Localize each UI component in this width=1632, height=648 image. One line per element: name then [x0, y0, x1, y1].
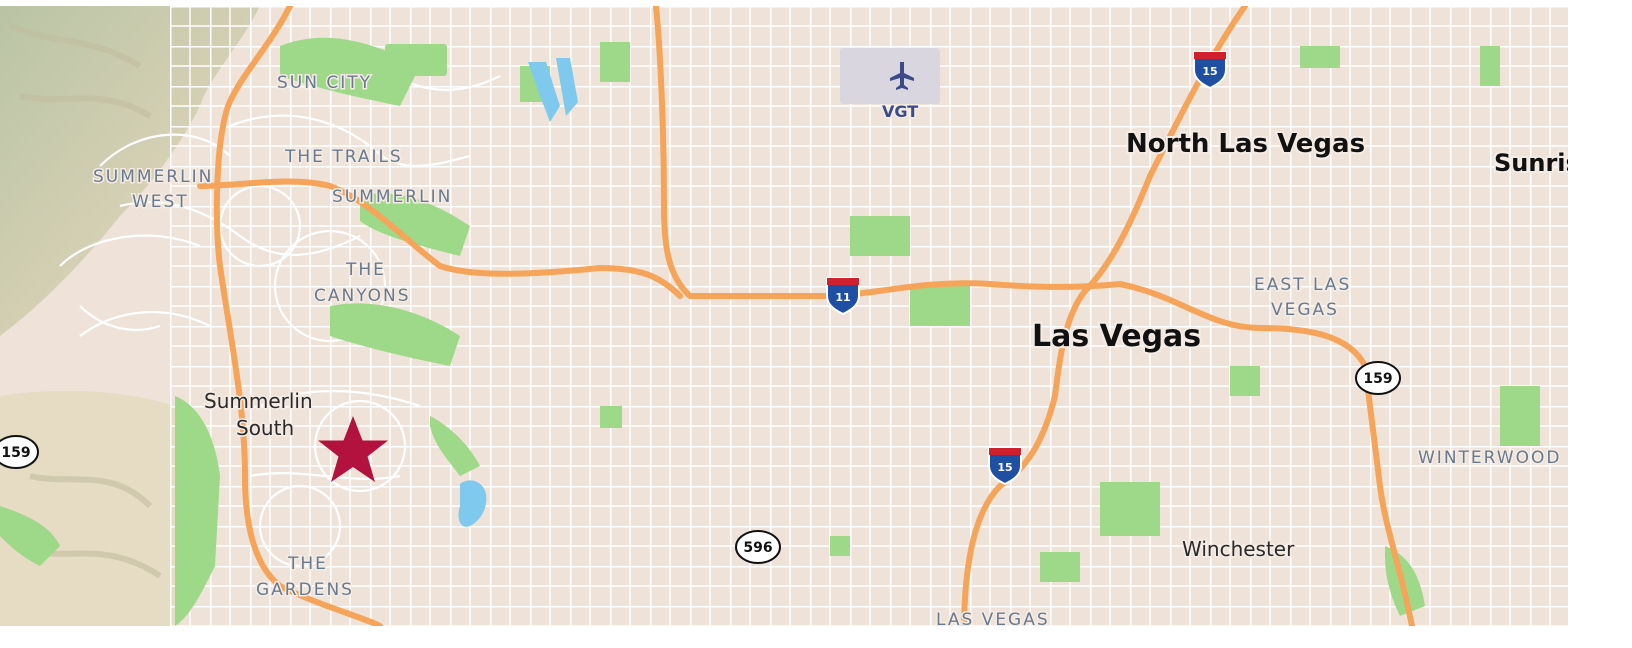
place-summerlin-south-line1: Summerlin	[204, 389, 313, 413]
place-summerlin-south-line2: South	[236, 416, 294, 440]
parks	[0, 37, 1540, 626]
highways	[197, 6, 1415, 626]
city-labels: North Las Vegas Las Vegas Sunrise	[1030, 127, 1568, 356]
state-shield-number: 159	[1, 445, 30, 461]
district-labels: SUN CITY THE TRAILS SUMMERLIN WEST SUMME…	[92, 72, 1561, 627]
district-las-vegas-south: LAS VEGAS	[936, 610, 1050, 626]
district-east-las-vegas-line1: EAST LAS	[1254, 275, 1351, 295]
state-shield-sr596[interactable]: 596	[735, 530, 781, 564]
district-the-gardens-line1: THE	[287, 554, 328, 574]
highway-i15	[961, 6, 1248, 626]
state-shield-sr159-left[interactable]: 159	[0, 435, 39, 469]
highway-95	[653, 6, 1415, 626]
water-bodies	[458, 58, 578, 527]
suburban-streets	[59, 65, 501, 568]
district-the-gardens-line2: GARDENS	[256, 580, 354, 600]
district-east-las-vegas-line2: VEGAS	[1271, 300, 1339, 320]
district-sun-city: SUN CITY	[277, 73, 372, 93]
city-sunrise: Sunrise	[1494, 149, 1568, 177]
airport-vgt[interactable]: VGT	[840, 48, 940, 123]
mountain-terrain-south	[0, 390, 180, 626]
map-canvas[interactable]: VGT SUN CITY THE TRAILS SUMMERLIN WEST S…	[0, 6, 1568, 626]
district-the-trails: THE TRAILS	[284, 147, 403, 167]
district-winterwood: WINTERWOOD	[1418, 448, 1561, 468]
highway-summerlin-pkwy	[197, 178, 683, 299]
state-shield-number: 596	[743, 540, 772, 556]
interstate-shield-number: 15	[997, 461, 1012, 474]
mountain-ridge	[8, 23, 162, 579]
district-summerlin: SUMMERLIN	[332, 187, 452, 207]
interstate-shield-i15-north[interactable]: 15	[1193, 51, 1227, 90]
interstate-shield-i15-south[interactable]: 15	[988, 447, 1022, 486]
district-summerlin-west-line1: SUMMERLIN	[93, 167, 213, 187]
interstate-shield-number: 11	[835, 291, 850, 304]
district-the-canyons-line1: THE	[345, 260, 386, 280]
place-labels: Summerlin South Winchester	[203, 388, 1297, 563]
district-the-canyons-line2: CANYONS	[314, 286, 411, 306]
interstate-shield-number: 15	[1202, 65, 1217, 78]
state-shield-sr159-right[interactable]: 159	[1355, 361, 1401, 395]
city-north-las-vegas: North Las Vegas	[1126, 129, 1365, 159]
highway-215-west	[213, 6, 383, 626]
star-icon[interactable]	[318, 416, 388, 482]
state-shield-number: 159	[1363, 371, 1392, 387]
interstate-shield-i11[interactable]: 11	[826, 277, 860, 316]
district-summerlin-west-line2: WEST	[132, 192, 189, 212]
city-las-vegas: Las Vegas	[1032, 319, 1201, 354]
airport-label: VGT	[882, 102, 918, 121]
place-winchester: Winchester	[1182, 537, 1295, 561]
airplane-icon	[890, 62, 914, 90]
